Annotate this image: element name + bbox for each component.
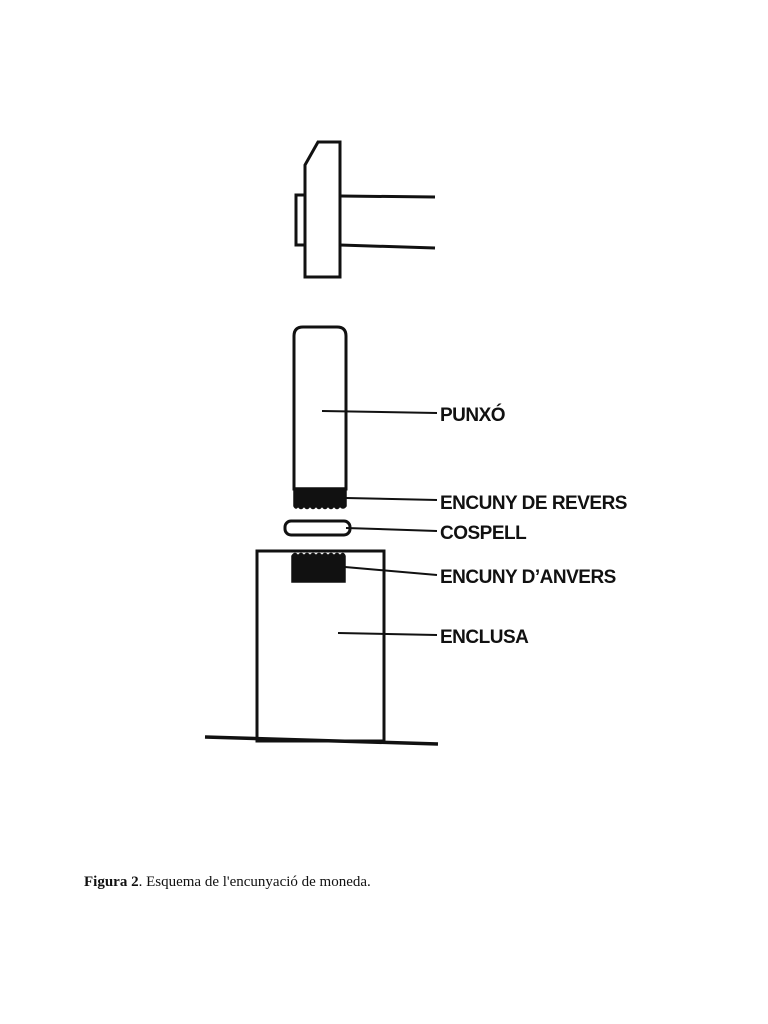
- hammer-icon: [294, 140, 436, 279]
- anvil: [255, 549, 386, 743]
- obverse-die: [291, 552, 346, 583]
- hammer-handle-top: [339, 194, 436, 199]
- label-enclusa: ENCLUSA: [440, 627, 529, 648]
- leader-encuny-revers: [345, 497, 438, 501]
- hammer-head: [303, 140, 342, 279]
- coin-blank: [283, 519, 352, 537]
- punch: [292, 325, 348, 510]
- anvil-body: [255, 549, 386, 743]
- figure-caption-text: . Esquema de l'encunyació de moneda.: [138, 874, 371, 890]
- label-encuny-anvers: ENCUNY D’ANVERS: [440, 567, 616, 588]
- reverse-die: [293, 487, 347, 510]
- leader-lines: [321, 410, 438, 636]
- leader-encuny-anvers: [344, 566, 438, 576]
- figure-caption: Figura 2. Esquema de l'encunyació de mon…: [84, 874, 371, 891]
- label-punxo: PUNXÓ: [440, 404, 505, 426]
- figure-caption-prefix: Figura 2: [84, 874, 139, 890]
- leader-punxo: [321, 410, 438, 414]
- label-cospell: COSPELL: [440, 523, 527, 544]
- ground-line: [204, 735, 439, 746]
- hammer-handle-bottom: [339, 243, 436, 250]
- leader-cospell: [345, 527, 438, 532]
- leader-enclusa: [337, 632, 438, 636]
- label-encuny-revers: ENCUNY DE REVERS: [440, 493, 627, 514]
- punch-body: [292, 325, 348, 491]
